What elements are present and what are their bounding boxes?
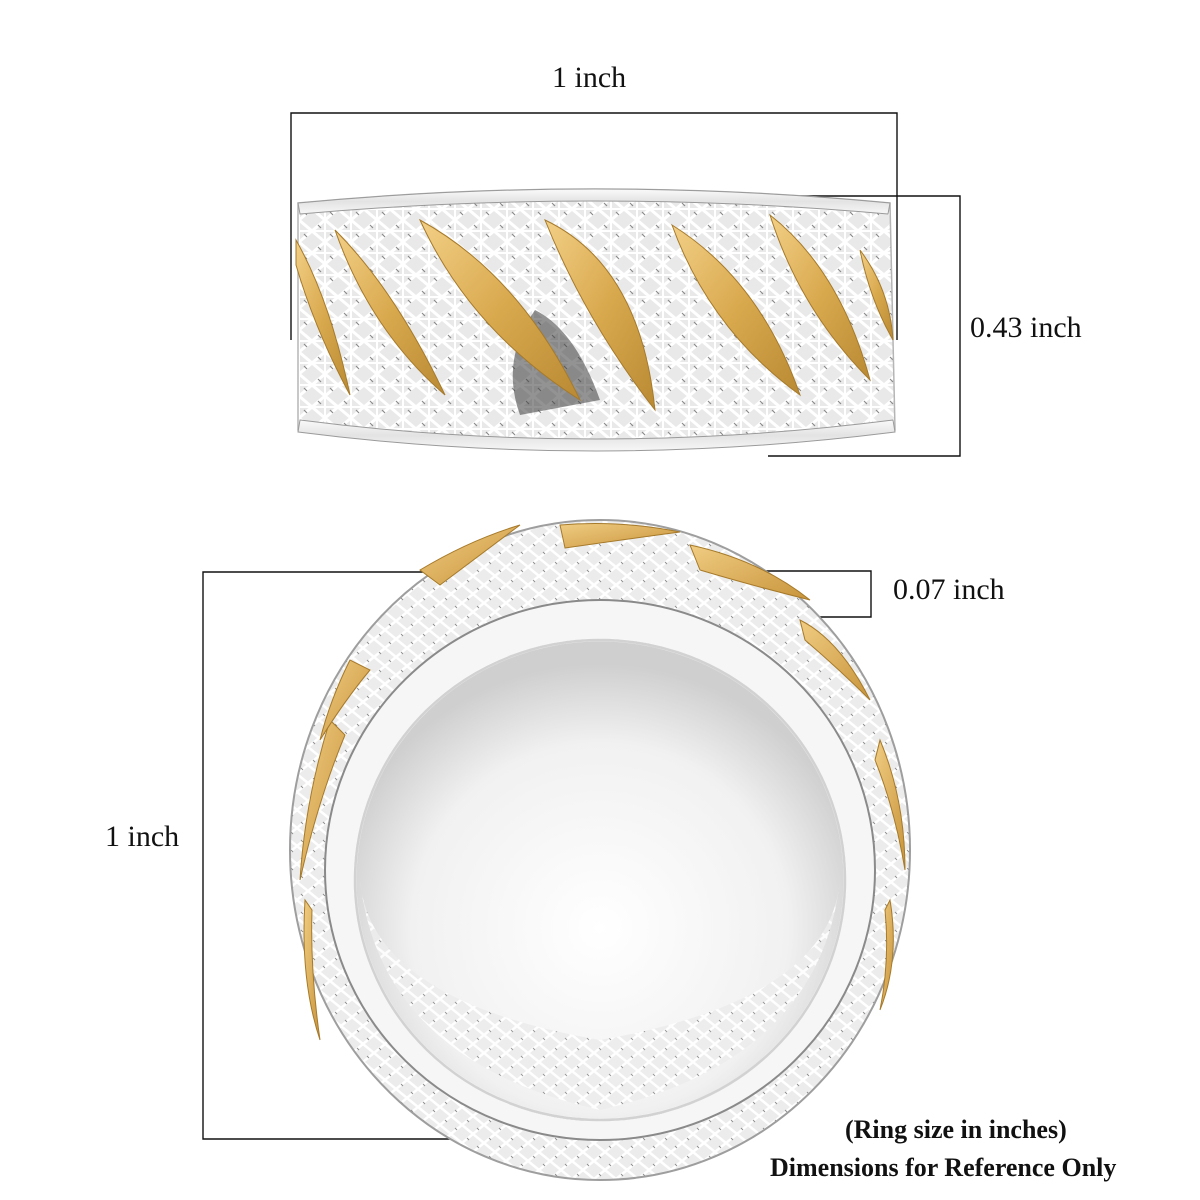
top-width-bracket bbox=[290, 112, 898, 340]
front-height-label: 1 inch bbox=[105, 820, 180, 853]
top-width-label: 1 inch bbox=[552, 61, 627, 94]
top-height-label: 0.43 inch bbox=[970, 311, 1082, 344]
ring-size-note: (Ring size in inches) bbox=[845, 1115, 1067, 1144]
band-thickness-label: 0.07 inch bbox=[893, 573, 1005, 606]
front-height-bracket bbox=[202, 571, 600, 1140]
top-height-bracket bbox=[730, 195, 961, 457]
reference-disclaimer: Dimensions for Reference Only bbox=[770, 1153, 1117, 1182]
